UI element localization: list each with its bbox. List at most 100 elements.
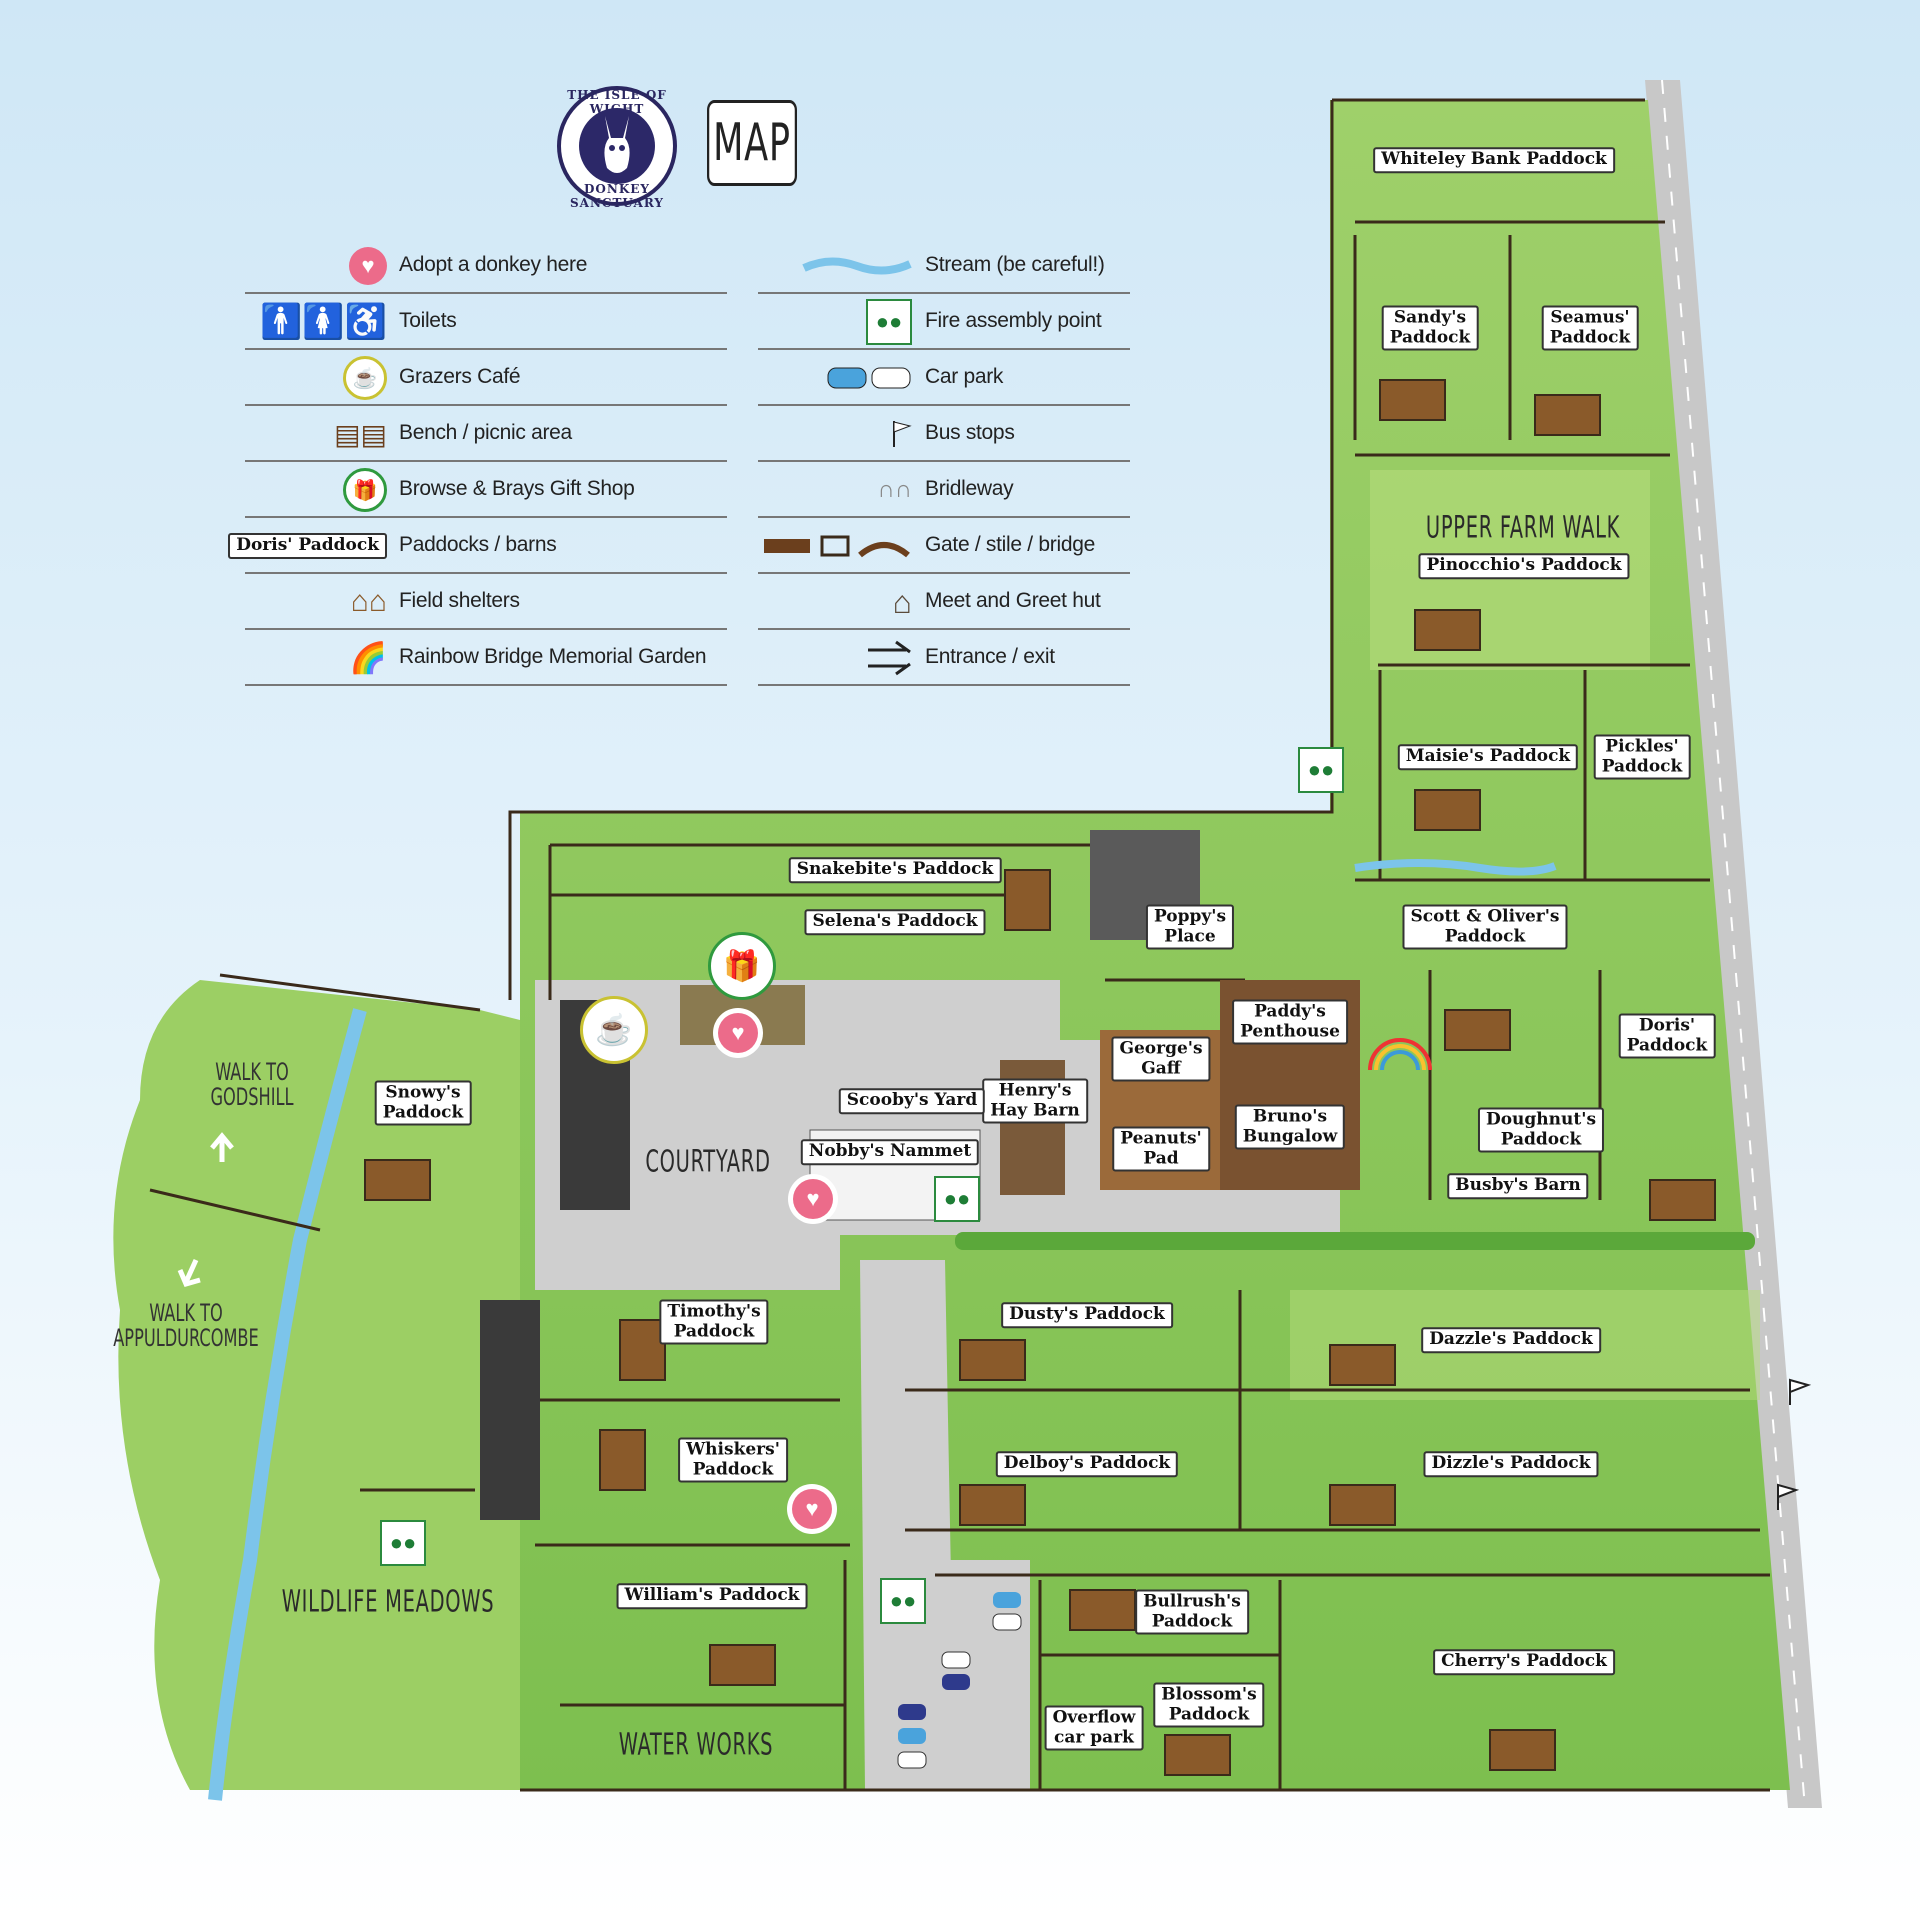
- legend-row-left-5: Doris' Paddock Paddocks / barns: [228, 519, 727, 574]
- paddock-label-peanuts[interactable]: Peanuts' Pad: [1112, 1126, 1210, 1172]
- legend-label: Toilets: [399, 309, 457, 332]
- paddock-label-snakebite[interactable]: Snakebite's Paddock: [788, 857, 1002, 883]
- adopt-heart-icon[interactable]: ♥: [713, 1008, 763, 1058]
- hut-icon: ⌂: [892, 583, 912, 620]
- paddock-label-dazzle[interactable]: Dazzle's Paddock: [1421, 1327, 1601, 1353]
- zone-upper-farm-walk: UPPER FARM WALK: [1425, 510, 1621, 546]
- paddock-label-poppy[interactable]: Poppy's Place: [1145, 904, 1235, 950]
- map-title: MAP: [707, 100, 797, 186]
- legend-row-left-6: ⌂⌂ Field shelters: [245, 575, 727, 630]
- legend-row-right-1: ●● Fire assembly point: [758, 295, 1130, 350]
- legend-row-left-2: ☕ Grazers Café: [245, 351, 727, 406]
- fire-assembly-icon: ●●: [866, 299, 912, 345]
- paddock-label-george[interactable]: George's Gaff: [1111, 1036, 1211, 1082]
- rainbow-icon: 🌈: [349, 641, 387, 675]
- legend-row-left-7: 🌈 Rainbow Bridge Memorial Garden: [245, 631, 727, 686]
- legend-label: Bus stops: [925, 421, 1015, 444]
- heart-icon: ♥: [349, 245, 387, 287]
- entrance-icon: [866, 637, 912, 679]
- paddock-label-delboy[interactable]: Delboy's Paddock: [995, 1451, 1179, 1477]
- legend-row-left-1: 🚹🚺♿ Toilets: [245, 295, 727, 350]
- legend-row-left-0: ♥Adopt a donkey here: [245, 239, 727, 294]
- paddock-label-overflow[interactable]: Overflow car park: [1044, 1705, 1144, 1751]
- fence-lines: [149, 98, 1770, 1792]
- paddock-label-timothy[interactable]: Timothy's Paddock: [659, 1299, 769, 1345]
- fire-assembly-point-icon: ●●: [1298, 747, 1344, 793]
- gate-icon: [762, 525, 912, 567]
- fire-assembly-point-icon: ●●: [934, 1176, 980, 1222]
- paddock-label-maisie[interactable]: Maisie's Paddock: [1397, 744, 1579, 770]
- parked-cars: [897, 1592, 1022, 1769]
- gift-shop-icon[interactable]: 🎁: [708, 932, 776, 1000]
- legend-label: Paddocks / barns: [399, 533, 557, 556]
- walk-to-appuldurcombe[interactable]: WALK TO APPULDURCOMBE: [113, 1298, 259, 1352]
- paddock-label-doughnut[interactable]: Doughnut's Paddock: [1477, 1107, 1605, 1153]
- legend-label: Rainbow Bridge Memorial Garden: [399, 645, 707, 668]
- car-icon: [826, 357, 912, 399]
- toilets-icon: 🚹🚺♿: [259, 303, 387, 341]
- legend-row-left-3: ▤▤ Bench / picnic area: [245, 407, 727, 462]
- legend-label: Bridleway: [925, 477, 1014, 500]
- horseshoe-icon: ∩∩: [877, 476, 913, 503]
- paddock-label-sandy[interactable]: Sandy's Paddock: [1381, 305, 1479, 351]
- fire-assembly-point-icon: ●●: [880, 1578, 926, 1624]
- paddock-label-blossom[interactable]: Blossom's Paddock: [1153, 1682, 1265, 1728]
- main-road: [1645, 80, 1822, 1808]
- legend-label: Gate / stile / bridge: [925, 533, 1095, 556]
- zone-wildlife-meadows: WILDLIFE MEADOWS: [281, 1584, 495, 1620]
- paddock-label-nobby[interactable]: Nobby's Nammet: [800, 1139, 980, 1165]
- bench-icon: ▤▤: [334, 418, 387, 450]
- paddock-label-william[interactable]: William's Paddock: [616, 1583, 808, 1609]
- paddock-label-bruno[interactable]: Bruno's Bungalow: [1234, 1104, 1346, 1150]
- paddock-label-busby[interactable]: Busby's Barn: [1447, 1173, 1589, 1199]
- paddock-label-whiteley[interactable]: Whiteley Bank Paddock: [1373, 147, 1615, 173]
- paddock-label-scooby[interactable]: Scooby's Yard: [838, 1088, 986, 1114]
- legend-label: Fire assembly point: [925, 309, 1102, 332]
- walk-to-godshill[interactable]: WALK TO GODSHILL: [210, 1057, 294, 1111]
- legend-row-right-3: Bus stops: [758, 407, 1130, 462]
- zone-courtyard: COURTYARD: [645, 1144, 771, 1180]
- paddock-label-snowy[interactable]: Snowy's Paddock: [374, 1080, 472, 1126]
- stream: [208, 1008, 367, 1801]
- legend-row-right-5: Gate / stile / bridge: [758, 519, 1130, 574]
- paddock-label-pinocchio[interactable]: Pinocchio's Paddock: [1418, 553, 1630, 579]
- paddock-label-henry[interactable]: Henry's Hay Barn: [982, 1078, 1088, 1124]
- paddock-label-cherry[interactable]: Cherry's Paddock: [1433, 1649, 1615, 1675]
- legend-label: Bench / picnic area: [399, 421, 572, 444]
- arrow-up-icon: [210, 1132, 234, 1162]
- cafe-cup-icon[interactable]: ☕: [580, 996, 648, 1064]
- legend-label: Car park: [925, 365, 1004, 388]
- legend-row-right-2: Car park: [758, 351, 1130, 406]
- rainbow-memorial-icon: [1368, 1038, 1432, 1071]
- paddock-label-selena[interactable]: Selena's Paddock: [804, 909, 986, 935]
- gift-shop-icon: 🎁: [343, 468, 387, 512]
- legend-row-right-0: Stream (be careful!): [758, 239, 1130, 294]
- field-shelter-icon: ⌂⌂: [350, 585, 387, 618]
- legend-row-right-7: Entrance / exit: [758, 631, 1130, 686]
- legend-row-right-6: ⌂ Meet and Greet hut: [758, 575, 1130, 630]
- zone-water-works: WATER WORKS: [618, 1727, 774, 1763]
- cafe-cup-icon: ☕: [343, 356, 387, 400]
- paddock-label-whiskers[interactable]: Whiskers' Paddock: [678, 1437, 788, 1483]
- legend-label: Grazers Café: [399, 365, 521, 388]
- legend-label: Meet and Greet hut: [925, 589, 1101, 612]
- paddock-label-bullrush[interactable]: Bullrush's Paddock: [1135, 1589, 1249, 1635]
- paddock-label-paddy[interactable]: Paddy's Penthouse: [1232, 999, 1348, 1045]
- paddock-label-dusty[interactable]: Dusty's Paddock: [1001, 1302, 1173, 1328]
- paddock-label-seamus[interactable]: Seamus' Paddock: [1541, 305, 1639, 351]
- adopt-heart-icon[interactable]: ♥: [787, 1484, 837, 1534]
- donkey-head-icon: [579, 108, 655, 184]
- logo-text-bottom: DONKEY SANCTUARY: [569, 182, 664, 210]
- legend-label: Browse & Brays Gift Shop: [399, 477, 635, 500]
- legend-row-right-4: ∩∩ Bridleway: [758, 463, 1130, 518]
- fire-assembly-point-icon: ●●: [380, 1520, 426, 1566]
- legend-label: Field shelters: [399, 589, 520, 612]
- paddock-label-pickles[interactable]: Pickles' Paddock: [1593, 734, 1691, 780]
- paddock-label-doris[interactable]: Doris' Paddock: [1618, 1013, 1716, 1059]
- paddock-sign-icon: Doris' Paddock: [228, 525, 387, 567]
- paddock-label-scott[interactable]: Scott & Oliver's Paddock: [1402, 904, 1568, 950]
- bus-stop-flags: [1777, 1378, 1812, 1510]
- paddock-label-dizzle[interactable]: Dizzle's Paddock: [1423, 1451, 1599, 1477]
- adopt-heart-icon[interactable]: ♥: [788, 1174, 838, 1224]
